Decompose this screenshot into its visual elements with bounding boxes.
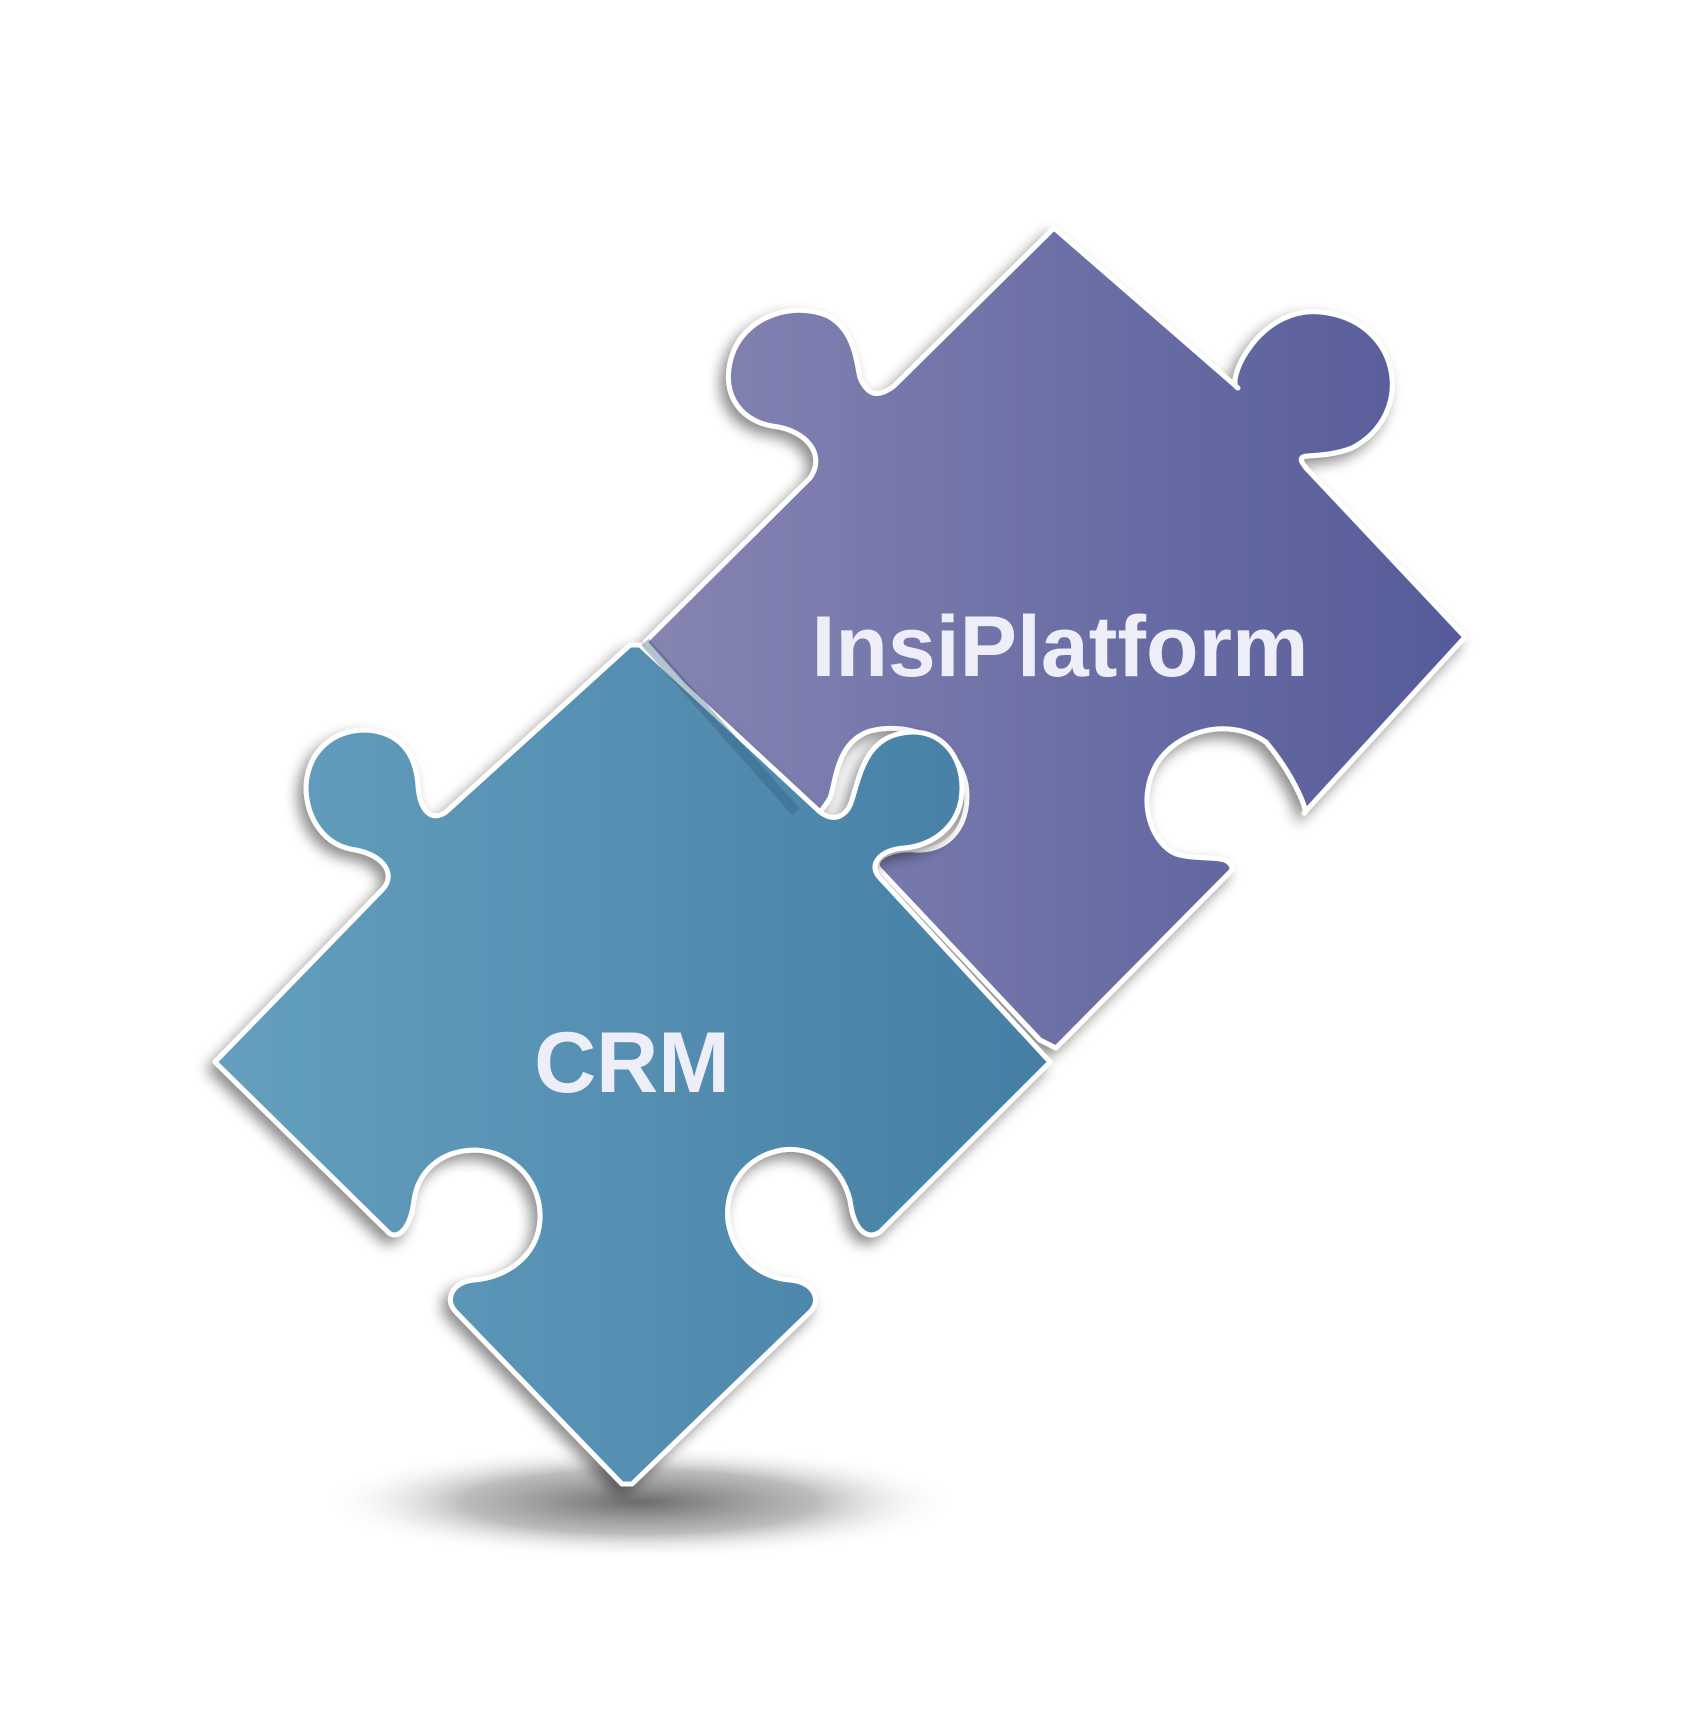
puzzle-piece-crm <box>212 642 1053 1487</box>
floor-shadow <box>320 1444 960 1560</box>
label-crm: CRM <box>534 1015 730 1111</box>
puzzle-piece-insiplatform <box>642 225 1468 1051</box>
overlap-edge-shade <box>641 638 800 816</box>
label-insiplatform: InsiPlatform <box>812 599 1309 695</box>
